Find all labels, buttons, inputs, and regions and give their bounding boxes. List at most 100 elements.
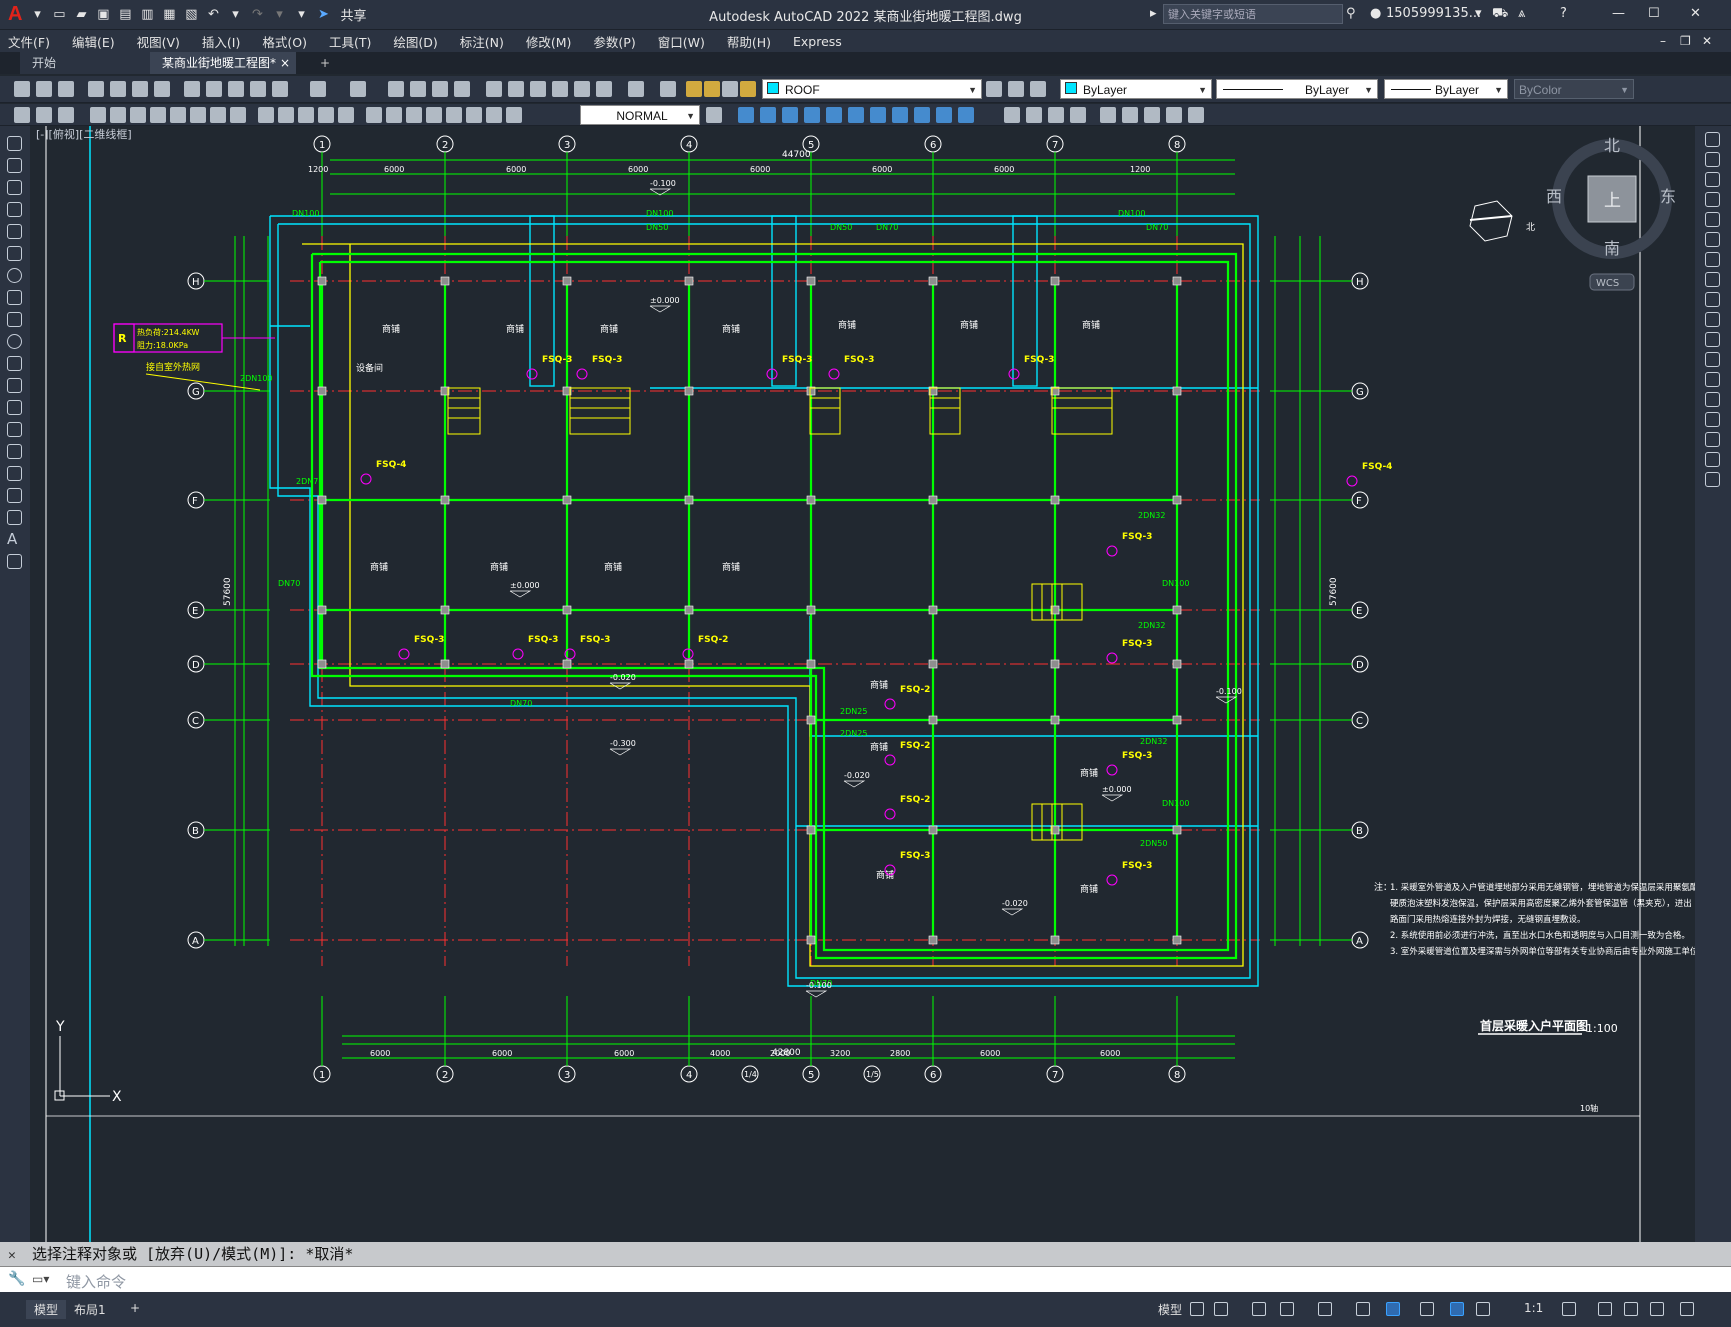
menu-format[interactable]: 格式(O)	[262, 34, 307, 50]
osnap-tracking-icon[interactable]	[1356, 1302, 1370, 1316]
markup-icon[interactable]	[574, 81, 590, 97]
view-left-icon[interactable]	[804, 107, 820, 123]
shaded-icon[interactable]	[1026, 107, 1042, 123]
redo-icon[interactable]	[350, 81, 366, 97]
search-expand-icon[interactable]: ▸	[1150, 6, 1157, 21]
stretch-icon[interactable]	[1705, 292, 1720, 307]
viewcube-west[interactable]: 西	[1546, 187, 1562, 206]
units-icon[interactable]	[1624, 1302, 1638, 1316]
help-icon[interactable]	[628, 81, 644, 97]
close-command-icon[interactable]: ✕	[8, 1248, 16, 1263]
menu-parameter[interactable]: 参数(P)	[593, 34, 636, 50]
search-input[interactable]: 键入关键字或短语	[1163, 4, 1343, 24]
polyline-icon[interactable]	[7, 180, 22, 195]
annotation-monitor-icon[interactable]	[1598, 1302, 1612, 1316]
realistic-icon[interactable]	[1048, 107, 1064, 123]
lineweight-icon[interactable]	[1420, 1302, 1434, 1316]
tolerance-icon[interactable]	[366, 107, 382, 123]
construction-line-icon[interactable]	[7, 158, 22, 173]
baseline-dimension-icon[interactable]	[278, 107, 294, 123]
tab-close-icon[interactable]: ×	[279, 56, 290, 70]
doc-minimize-button[interactable]: –	[1660, 34, 1666, 48]
sheet-set-icon[interactable]	[552, 81, 568, 97]
ordinate-dimension-icon[interactable]	[150, 107, 166, 123]
save-web-icon[interactable]: ▦	[163, 7, 176, 22]
pan-icon[interactable]	[388, 81, 404, 97]
save-icon[interactable]: ▣	[97, 7, 110, 22]
app-menu-chevron-icon[interactable]: ▾	[34, 7, 41, 22]
view-back-icon[interactable]	[782, 107, 798, 123]
menu-modify[interactable]: 修改(M)	[525, 34, 572, 50]
search-icon[interactable]: ⚲	[1346, 6, 1356, 21]
plotstyle-dropdown[interactable]: ByColor▼	[1514, 79, 1634, 99]
maximize-button[interactable]: ☐	[1648, 6, 1660, 21]
open-icon[interactable]	[36, 81, 52, 97]
zoom-window-icon[interactable]	[432, 81, 448, 97]
ellipse-arc-icon[interactable]	[7, 356, 22, 371]
isodraft-icon[interactable]	[1318, 1302, 1332, 1316]
saveas-icon[interactable]: ▤	[119, 7, 132, 22]
quick-dimension-icon[interactable]	[258, 107, 274, 123]
aligned-dimension-icon[interactable]	[110, 107, 126, 123]
open-web-icon[interactable]: ▥	[141, 7, 154, 22]
layer-dropdown[interactable]: ROOF▼	[762, 79, 982, 99]
ucs-previous-icon[interactable]	[1144, 107, 1160, 123]
autodesk-a360-icon[interactable]: ⩓	[1518, 6, 1526, 21]
view-iso4-icon[interactable]	[958, 107, 974, 123]
snap-icon[interactable]	[1214, 1302, 1228, 1316]
isolate-objects-icon[interactable]	[1650, 1302, 1664, 1316]
view-iso2-icon[interactable]	[914, 107, 930, 123]
annotation-visibility-icon[interactable]	[1450, 1302, 1464, 1316]
dimension-edit-icon[interactable]	[446, 107, 462, 123]
wcs-menu[interactable]: WCS	[1596, 278, 1619, 289]
view-front-icon[interactable]	[760, 107, 776, 123]
layer-lock-icon[interactable]	[740, 81, 756, 97]
text-style-dropdown[interactable]: NORMAL▼	[580, 105, 700, 125]
dimension-style-update-icon[interactable]	[706, 107, 722, 123]
design-center-icon[interactable]	[508, 81, 524, 97]
dimension-style-icon[interactable]	[506, 107, 522, 123]
visual-style-icon[interactable]	[1004, 107, 1020, 123]
tab-start[interactable]: 开始	[20, 52, 150, 74]
gradient-icon[interactable]	[7, 466, 22, 481]
rotate-icon[interactable]	[1705, 252, 1720, 267]
jogged-linear-icon[interactable]	[426, 107, 442, 123]
inspection-icon[interactable]	[406, 107, 422, 123]
continue-dimension-icon[interactable]	[298, 107, 314, 123]
linetype-dropdown[interactable]: ByLayer▼	[1216, 79, 1378, 99]
ortho-icon[interactable]	[1252, 1302, 1266, 1316]
properties-icon[interactable]	[486, 81, 502, 97]
menu-draw[interactable]: 绘图(D)	[393, 34, 438, 50]
tool-palettes-icon[interactable]	[530, 81, 546, 97]
undo-dropdown-icon[interactable]: ▾	[232, 7, 239, 22]
chamfer-icon[interactable]	[1705, 412, 1720, 427]
view-right-icon[interactable]	[826, 107, 842, 123]
menu-file[interactable]: 文件(F)	[8, 34, 50, 50]
polygon-icon[interactable]	[7, 202, 22, 217]
multiline-text-icon[interactable]	[36, 107, 52, 123]
annotation-scale[interactable]: 1:1	[1524, 1301, 1544, 1315]
command-line[interactable]: 🔧 ▭▾ 键入命令	[0, 1266, 1731, 1292]
dimension-update-icon[interactable]	[486, 107, 502, 123]
break-icon[interactable]	[1705, 372, 1720, 387]
new-tab-button[interactable]: +	[320, 56, 331, 70]
dimension-text-edit-icon[interactable]	[466, 107, 482, 123]
move-icon[interactable]	[1705, 232, 1720, 247]
publish-icon[interactable]	[132, 81, 148, 97]
center-mark-icon[interactable]	[386, 107, 402, 123]
arc-icon[interactable]	[7, 246, 22, 261]
array-icon[interactable]	[1705, 212, 1720, 227]
insert-block-icon[interactable]	[7, 378, 22, 393]
view-iso-icon[interactable]	[892, 107, 908, 123]
dimension-space-icon[interactable]	[318, 107, 334, 123]
workspace-gear-icon[interactable]	[1562, 1302, 1576, 1316]
viewcube[interactable]: 上 北 南 东 西 WCS	[1546, 136, 1676, 291]
menu-window[interactable]: 窗口(W)	[657, 34, 705, 50]
line-icon[interactable]	[7, 136, 22, 151]
viewcube-east[interactable]: 东	[1660, 187, 1676, 206]
make-block-icon[interactable]	[7, 400, 22, 415]
new-icon[interactable]: ▭	[53, 7, 66, 22]
new-icon[interactable]	[14, 81, 30, 97]
customization-menu-icon[interactable]	[1680, 1302, 1694, 1316]
